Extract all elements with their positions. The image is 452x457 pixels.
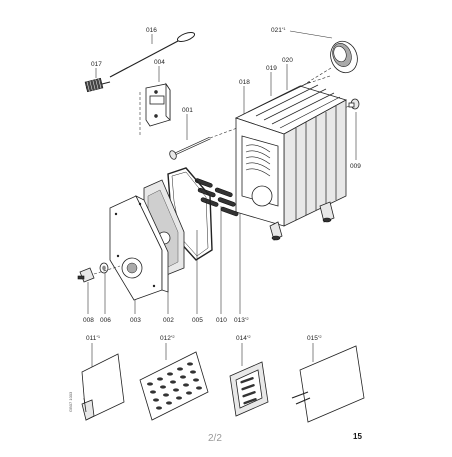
callout-001: 001 bbox=[182, 107, 193, 140]
callout-020: 020 bbox=[282, 57, 293, 90]
bolt-001 bbox=[169, 123, 249, 160]
svg-text:015*2: 015*2 bbox=[307, 334, 322, 342]
callout-012-sup: *2 bbox=[171, 334, 176, 339]
bracket-004 bbox=[139, 82, 171, 135]
burner-door-003 bbox=[109, 195, 169, 301]
ring-021 bbox=[304, 40, 358, 85]
callout-013-sup: *2 bbox=[245, 316, 250, 321]
callout-016: 016 bbox=[146, 27, 157, 44]
callout-015-id: 015 bbox=[307, 335, 318, 342]
brush-017 bbox=[84, 77, 111, 93]
callout-014: 014*2 bbox=[236, 334, 251, 366]
callout-004: 004 bbox=[154, 59, 165, 82]
callout-009-id: 009 bbox=[350, 163, 361, 170]
callout-017: 017 bbox=[91, 61, 102, 78]
page-number: 15 bbox=[353, 432, 362, 441]
callout-003-id: 003 bbox=[130, 317, 141, 324]
callout-005-id: 005 bbox=[192, 317, 203, 324]
callout-006-id: 006 bbox=[100, 317, 111, 324]
callout-019-id: 019 bbox=[266, 65, 277, 72]
callout-015-sup: *2 bbox=[318, 334, 323, 339]
sheet-indicator: 2/2 bbox=[208, 433, 222, 444]
plug-008 bbox=[77, 267, 95, 283]
callout-001-id: 001 bbox=[182, 107, 193, 114]
callout-011-sup: *1 bbox=[96, 334, 101, 339]
svg-text:012*2: 012*2 bbox=[160, 334, 175, 342]
callout-013-id: 013 bbox=[234, 317, 245, 324]
callout-010: 010 bbox=[216, 206, 227, 324]
callout-006: 006 bbox=[100, 272, 111, 324]
callout-021-sup: *1 bbox=[282, 26, 287, 31]
cleaning-rod-016 bbox=[109, 31, 196, 78]
callout-016-id: 016 bbox=[146, 27, 157, 34]
callout-011: 011*1 bbox=[86, 334, 101, 370]
callout-015: 015*2 bbox=[307, 334, 322, 362]
sheet-015 bbox=[291, 345, 365, 423]
clip-frame-014 bbox=[229, 361, 269, 417]
callout-017-id: 017 bbox=[91, 61, 102, 68]
callout-008: 008 bbox=[83, 282, 94, 324]
callout-013: 013*2 bbox=[234, 204, 249, 324]
callout-012-id: 012 bbox=[160, 335, 171, 342]
callout-004-id: 004 bbox=[154, 59, 165, 66]
callout-018-id: 018 bbox=[239, 79, 250, 86]
callout-019: 019 bbox=[266, 65, 277, 96]
callout-010-id: 010 bbox=[216, 317, 227, 324]
callout-014-id: 014 bbox=[236, 335, 247, 342]
callout-021-id: 021 bbox=[271, 27, 282, 34]
callout-018: 018 bbox=[239, 79, 250, 118]
svg-text:014*2: 014*2 bbox=[236, 334, 251, 342]
callout-012: 012*2 bbox=[160, 334, 175, 360]
callout-021: 021*1 bbox=[271, 26, 333, 39]
callout-014-sup: *2 bbox=[247, 334, 252, 339]
callout-011-id: 011 bbox=[86, 335, 97, 342]
svg-text:011*1: 011*1 bbox=[86, 334, 101, 342]
side-code: GB07 1003 bbox=[68, 391, 73, 412]
heat-exchanger-body bbox=[234, 75, 348, 241]
turbulator-012 bbox=[139, 351, 209, 421]
plate-011 bbox=[81, 353, 125, 421]
svg-text:013*2: 013*2 bbox=[234, 316, 249, 324]
callout-008-id: 008 bbox=[83, 317, 94, 324]
callout-020-id: 020 bbox=[282, 57, 293, 64]
callout-009: 009 bbox=[350, 112, 361, 170]
callout-005: 005 bbox=[192, 230, 203, 324]
callout-002-id: 002 bbox=[163, 317, 174, 324]
svg-text:021*1: 021*1 bbox=[271, 26, 286, 34]
